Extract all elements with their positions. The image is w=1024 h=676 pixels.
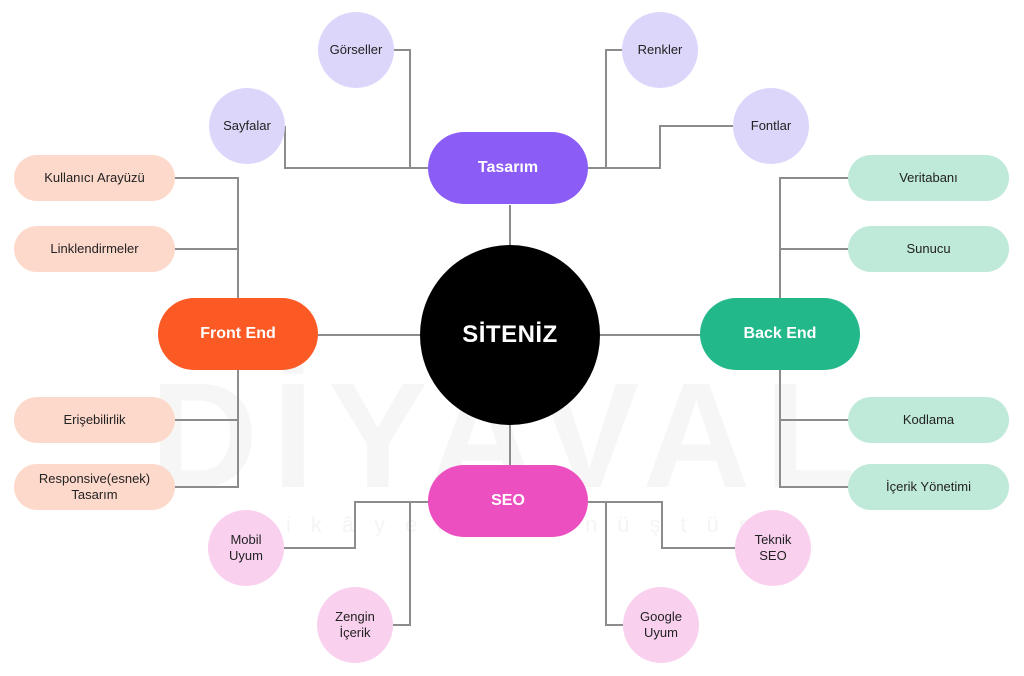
back-item-kodlama: Kodlama bbox=[848, 397, 1009, 443]
front-item-linklendirmeler: Linklendirmeler bbox=[14, 226, 175, 272]
connector-kodlama bbox=[779, 370, 848, 421]
design-item-renkler: Renkler bbox=[622, 12, 698, 88]
connector-google bbox=[588, 501, 623, 626]
seo-item-zengin-icerik: Zengin İçerik bbox=[317, 587, 393, 663]
seo-item-google-uyum: Google Uyum bbox=[623, 587, 699, 663]
design-item-gorseller: Görseller bbox=[318, 12, 394, 88]
connector-teknik bbox=[588, 501, 735, 549]
connector-icerik-yonetimi bbox=[779, 420, 848, 488]
front-item-erisebilirlik: Erişebilirlik bbox=[14, 397, 175, 443]
connector-sayfalar bbox=[284, 126, 430, 169]
branch-back-end: Back End bbox=[700, 298, 860, 370]
connector-renkler bbox=[588, 49, 622, 169]
connector-zengin bbox=[393, 501, 430, 626]
center-node: SİTENİZ bbox=[420, 245, 600, 425]
branch-front-end: Front End bbox=[158, 298, 318, 370]
back-item-sunucu: Sunucu bbox=[848, 226, 1009, 272]
connector-kullanici bbox=[175, 177, 239, 300]
back-item-icerik-yonetimi: İçerik Yönetimi bbox=[848, 464, 1009, 510]
back-item-veritabani: Veritabanı bbox=[848, 155, 1009, 201]
connector-erisebilirlik bbox=[175, 370, 239, 421]
design-item-sayfalar: Sayfalar bbox=[209, 88, 285, 164]
design-item-fontlar: Fontlar bbox=[733, 88, 809, 164]
branch-design: Tasarım bbox=[428, 132, 588, 204]
front-item-responsive: Responsive(esnek) Tasarım bbox=[14, 464, 175, 510]
connector-mobil bbox=[284, 501, 430, 549]
seo-item-mobil-uyum: Mobil Uyum bbox=[208, 510, 284, 586]
front-item-kullanici-arayuzu: Kullanıcı Arayüzü bbox=[14, 155, 175, 201]
seo-item-teknik-seo: Teknik SEO bbox=[735, 510, 811, 586]
connector-gorseller bbox=[394, 49, 430, 169]
connector-veritabani bbox=[779, 177, 848, 300]
branch-seo: SEO bbox=[428, 465, 588, 537]
connector-responsive bbox=[175, 420, 239, 488]
connector-fontlar bbox=[588, 125, 733, 169]
